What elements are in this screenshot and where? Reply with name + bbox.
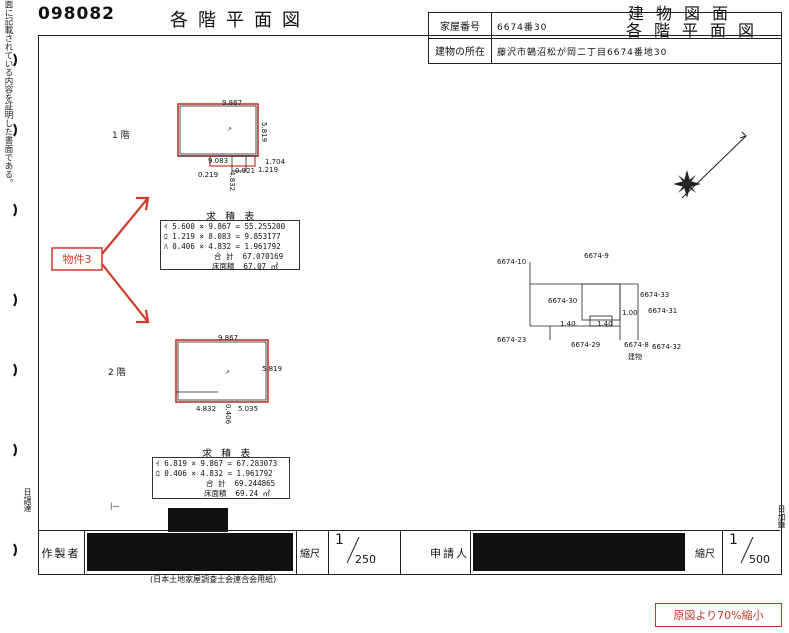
floor2-plan: ↗: [175, 339, 269, 403]
floor2-dim-bottom-b: 5.035: [238, 405, 259, 413]
floor1-dim-bottom-a: 9.083: [208, 157, 229, 165]
location-value: 藤沢市鵠沼松が岡二丁目6674番地30: [497, 48, 668, 58]
annotation-arrows: [51, 196, 150, 324]
floor1-area-value: 67.07 ㎡: [243, 262, 279, 271]
site-building-label: 建物: [628, 353, 642, 361]
title-right-top: 建物図面: [628, 4, 741, 23]
left-margin-note: 面に記載されている内容を証明した書面である。: [3, 0, 13, 187]
creator-redaction: [87, 533, 293, 571]
floor1-dim-small-c: 1.219: [258, 166, 279, 174]
lot-label: 6674-10: [497, 258, 527, 266]
floor2-area-value: 69.24 ㎡: [235, 489, 271, 498]
floor2-calc-title: 求 積 表: [202, 449, 254, 460]
floor1-calc-table: ｲ 5.600 × 9.867 = 55.255200 ﾛ 1.219 × 8.…: [160, 220, 300, 272]
floor1-area-row: 床面積 67.07 ㎡: [164, 262, 296, 272]
site-dim: 1.00: [622, 309, 638, 317]
lot-label: 6674-8: [624, 341, 649, 349]
floor2-calc-table: ｲ 6.819 × 9.867 = 67.283073 ﾛ 0.406 × 4.…: [152, 457, 290, 499]
floor2-total-row: 合 計 69.244865: [156, 479, 286, 489]
svg-text:↗: ↗: [225, 369, 230, 376]
page-mark: |—: [110, 502, 120, 510]
header-table: 家屋番号 6674番30 建物の所在 藤沢市鵠沼松が岡二丁目6674番地30: [428, 12, 782, 64]
floor1-calc-line: ﾛ 1.219 × 8.083 = 9.853177: [164, 232, 281, 241]
floor2-total-label: 合 計: [206, 479, 226, 488]
floor2-dim-right: 5.819: [262, 365, 283, 373]
floor1-dim-right: 5.819: [260, 122, 268, 143]
lot-label: 6674-23: [497, 336, 527, 344]
footer-row: 作製者 縮尺 1 250 申請人 縮尺 1 500: [38, 530, 780, 574]
floor2-calc-line: ﾛ 0.406 × 4.832 = 1.961792: [156, 469, 273, 478]
floor1-total-value: 67.070169: [242, 252, 284, 261]
left-margin-date: 日調達: [23, 488, 32, 512]
page-title: 各階平面図: [170, 10, 310, 31]
floor1-total-label: 合 計: [214, 252, 234, 261]
floor1-area-label: 床面積: [212, 262, 235, 271]
lot-label: 6674-31: [648, 307, 678, 315]
floor2-dim-top: 9.867: [218, 334, 239, 342]
floor2-area-label: 床面積: [204, 489, 227, 498]
applicant-label: 申請人: [430, 547, 469, 560]
lot-label: 6674-9: [584, 252, 609, 260]
divider: [400, 531, 401, 574]
scale-left-num: 1: [335, 532, 344, 548]
association-note: (日本土地家屋調査士会連合会用紙): [150, 575, 277, 584]
drawing-sheet: [38, 35, 782, 575]
floor1-dim-bottom-b: 0.921: [235, 167, 256, 175]
house-number-label: 家屋番号: [429, 13, 492, 38]
scale-slash: [346, 536, 360, 564]
floor2-dim-small: 0.406: [224, 404, 232, 425]
site-dim: 1.40: [560, 320, 576, 328]
floor1-calc-title: 求 積 表: [206, 212, 258, 223]
scale-right-label: 縮尺: [695, 549, 715, 560]
site-dim: 1.40: [597, 320, 613, 328]
reduction-stamp: 原図より70%縮小: [655, 603, 782, 627]
scale-left-label: 縮尺: [300, 549, 320, 560]
house-number-value: 6674番30: [497, 23, 548, 33]
floor1-dim-small-a: 1.704: [265, 158, 286, 166]
binding-marks: [13, 53, 17, 557]
floor2-total-value: 69.244865: [234, 479, 276, 488]
divider: [296, 531, 297, 574]
floor1-calc-line: ﾊ 0.406 × 4.832 = 1.961792: [164, 242, 281, 251]
svg-text:↗: ↗: [227, 126, 232, 133]
location-row: 建物の所在 藤沢市鵠沼松が岡二丁目6674番地30: [429, 38, 781, 63]
floor1-dim-small-b: 0.219: [198, 171, 219, 179]
location-label: 建物の所在: [429, 38, 492, 63]
floor1-dim-top: 9.867: [222, 99, 243, 107]
floor1-label: 1 階: [112, 131, 130, 141]
lot-label: 6674-29: [571, 341, 601, 349]
scale-left-den: 250: [355, 553, 376, 566]
applicant-cell: [470, 531, 691, 574]
site-plan: [529, 262, 639, 340]
floor1-calc-line: ｲ 5.600 × 9.867 = 55.255200: [164, 222, 286, 231]
floor2-label: 2 階: [108, 368, 126, 378]
floor1-total-row: 合 計 67.070169: [164, 252, 296, 262]
scale-right-cell: 1 500: [722, 531, 781, 574]
scale-right-num: 1: [729, 532, 738, 548]
document-number: 098082: [38, 4, 115, 24]
scale-right-den: 500: [749, 553, 770, 566]
lot-label: 6674-30: [548, 297, 578, 305]
redaction-block: [168, 508, 228, 532]
lot-label: 6674-32: [652, 343, 682, 351]
applicant-redaction: [473, 533, 685, 571]
creator-label: 作製者: [41, 547, 81, 560]
floor1-plan: ↗: [177, 103, 259, 172]
scale-slash: [740, 536, 754, 564]
scale-left-cell: 1 250: [328, 531, 401, 574]
creator-cell: [84, 531, 339, 574]
floor2-dim-bottom-a: 4.832: [196, 405, 217, 413]
floor2-area-row: 床面積 69.24 ㎡: [156, 489, 286, 499]
floor2-calc-line: ｲ 6.819 × 9.867 = 67.283073: [156, 459, 278, 468]
house-number-row: 家屋番号 6674番30: [429, 13, 781, 39]
annotation-label: 物件3: [62, 253, 92, 266]
compass-rose: [673, 131, 747, 199]
lot-label: 6674-33: [640, 291, 670, 299]
floor1-dim-left-bottom: 4.832: [228, 171, 236, 192]
